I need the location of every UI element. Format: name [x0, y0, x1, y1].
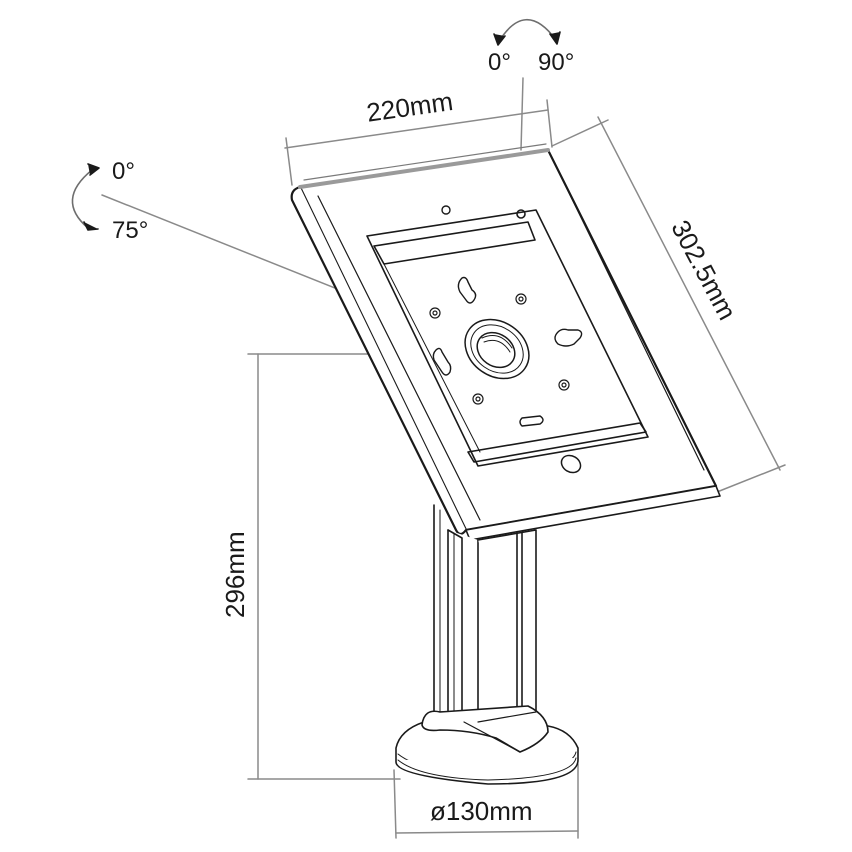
swivel-end-label: 90° — [538, 49, 575, 76]
tilt-arrow-icon — [71, 163, 100, 231]
tilt-end-label: 75° — [112, 217, 149, 244]
column — [433, 504, 537, 723]
dimension-lines — [101, 77, 786, 839]
keyhole-slots — [432, 276, 583, 427]
round-base — [395, 705, 579, 785]
swivel-arrow-icon — [493, 18, 561, 46]
pivot-mount — [464, 318, 530, 380]
home-button-hole — [560, 454, 582, 474]
top-hole — [441, 205, 451, 215]
tilt-start-label: 0° — [112, 158, 135, 185]
swivel-start-label: 0° — [488, 49, 511, 76]
screw-holes — [429, 293, 570, 405]
stand-height-dimension-label: 296mm — [220, 531, 250, 618]
base-diameter-dimension-label: ø130mm — [430, 796, 533, 826]
